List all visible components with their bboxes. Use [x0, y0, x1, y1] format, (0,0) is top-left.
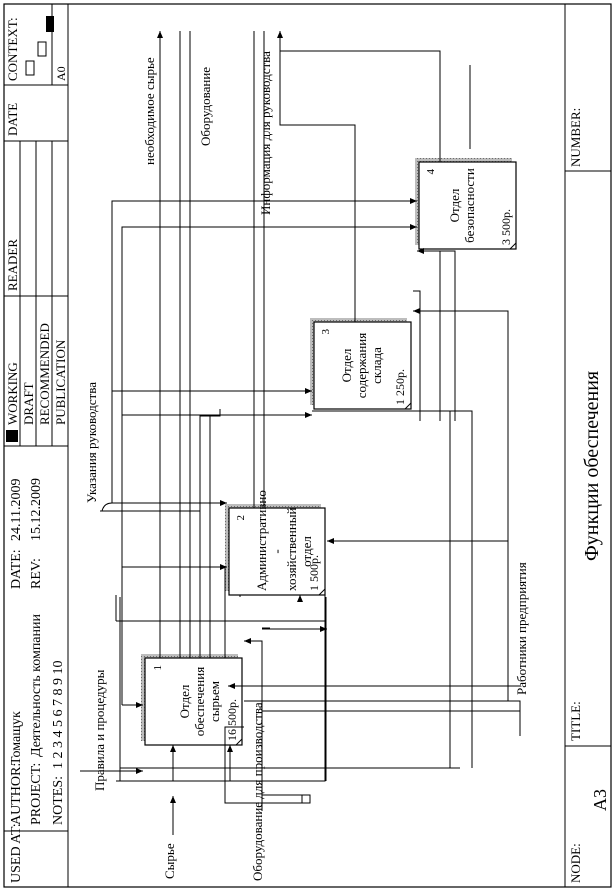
rev-label: REV:: [29, 558, 44, 589]
label-output-info: Информация для руководства: [258, 51, 273, 215]
box-1-label: Отдел обеспечения сырьем: [177, 666, 222, 737]
arrow-mech-workers[interactable]: [327, 538, 509, 701]
notes-value: 1 2 3 4 5 6 7 8 9 10: [51, 661, 66, 770]
label-mech-equipment: Оборудование для производства: [250, 702, 265, 881]
context-box-current: [46, 16, 54, 32]
context-box-1: [25, 60, 35, 76]
box-3-number: 3: [320, 329, 332, 335]
diagram-title: Функции обеспечения: [581, 371, 603, 561]
context-label: CONTEXT:: [5, 17, 20, 81]
status-draft: DRAFT: [21, 382, 36, 425]
date-label: DATE:: [9, 549, 24, 589]
box-3-cost: 1 250р.: [393, 369, 407, 405]
box-3[interactable]: [313, 321, 412, 410]
arrows: [80, 31, 521, 835]
box-4[interactable]: [418, 161, 517, 250]
status-publication: PUBLICATION: [53, 339, 68, 425]
date-col-label: DATE: [5, 103, 20, 136]
box-2-number: 2: [235, 515, 247, 521]
label-input-raw: Сырье: [162, 843, 177, 879]
context-box-2: [37, 41, 47, 57]
date-value: 24.11.2009: [9, 479, 24, 541]
used-at-label: USED AT:: [9, 823, 24, 883]
author-value: Томащук: [9, 711, 24, 765]
status-recommended: RECOMMENDED: [37, 323, 52, 425]
project-value: Деятельность компании: [29, 613, 44, 757]
box-1-number: 1: [152, 665, 164, 671]
box-2[interactable]: [228, 507, 326, 596]
label-output-raw: необходимое сырье: [142, 57, 157, 165]
box-4-label: Отдел безопасности: [447, 168, 477, 243]
rev-value: 15.12.2009: [29, 478, 44, 541]
context-node: A0: [54, 66, 68, 81]
reader-label: READER: [5, 239, 20, 291]
box-1[interactable]: [144, 657, 243, 746]
arrow-output-info[interactable]: [277, 31, 356, 322]
box-2-label: Административно - хозяйственный отдел: [254, 490, 314, 591]
box-3-label: Отдел содержания склада: [339, 332, 384, 399]
project-label: PROJECT:: [29, 763, 44, 825]
number-label: NUMBER:: [568, 108, 583, 167]
label-mech-workers: Работники предприятия: [514, 562, 529, 695]
status-working: WORKING: [5, 362, 20, 425]
node-label: NODE:: [568, 843, 583, 883]
box-4-cost: 3 500р.: [499, 209, 513, 245]
box-2-cost: 1 500р.: [307, 555, 321, 591]
box-4-number: 4: [425, 169, 437, 175]
status-working-check: [6, 430, 18, 442]
title-label: TITLE:: [568, 701, 583, 741]
box-1-cost: 16 500р.: [225, 699, 239, 741]
label-control-rules: Правила и процедуры: [92, 669, 107, 791]
node-value: A3: [590, 789, 610, 811]
label-control-mgmt: Указания руководства: [84, 382, 99, 503]
label-output-equipment: Оборудование: [198, 67, 213, 146]
author-label: AUTHOR:: [9, 763, 24, 825]
notes-label: NOTES:: [51, 776, 66, 825]
